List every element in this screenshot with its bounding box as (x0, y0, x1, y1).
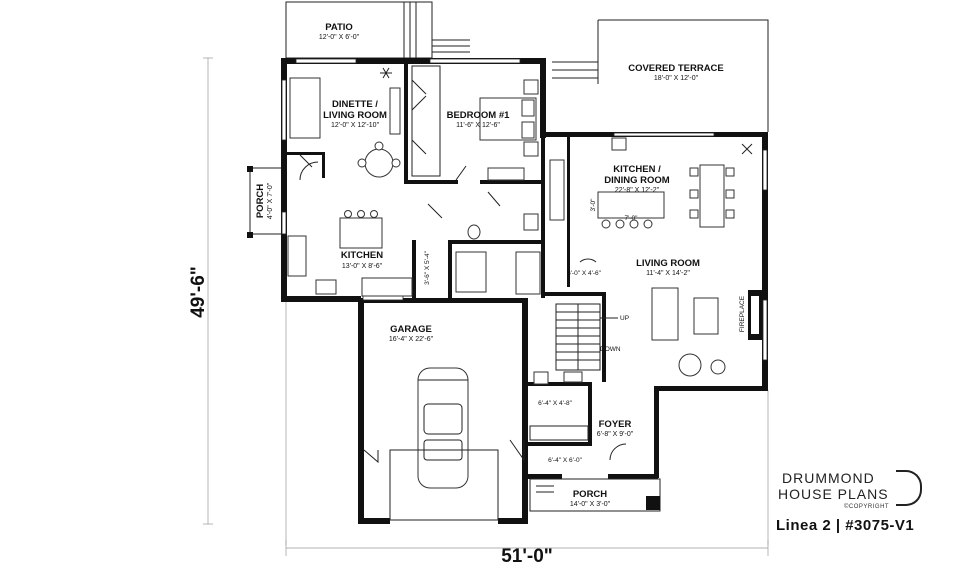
covered-terrace-deck (552, 19, 769, 132)
width-dimension: 51'-0" (501, 546, 553, 567)
closet-a-dims: 3'-6" X 5'-4" (424, 250, 431, 285)
logo-copyright: ©COPYRIGHT (844, 504, 890, 510)
covered-terrace-dims: 18'-0" X 12'-0" (654, 75, 699, 82)
bathroom-fixtures (427, 165, 583, 385)
side-porch-dims: 4'-0" X 7'-0" (267, 182, 274, 219)
kitchen-furniture (287, 154, 413, 297)
small-labels: 3'-6" X 5'-4" 6'-0" X 4'-6" 6'-4" X 4'-8… (424, 198, 746, 464)
front-porch-name: PORCH (573, 489, 607, 500)
doors (363, 258, 627, 464)
logo-line-2: HOUSE PLANS (778, 486, 889, 502)
interior-walls (287, 64, 606, 446)
room-labels: PATIO 12'-0" X 6'-0" COVERED TERRACE 18'… (255, 22, 724, 508)
dinette-name-2: LIVING ROOM (323, 110, 387, 121)
bedroom1-name: BEDROOM #1 (447, 110, 511, 121)
dinette-name-1: DINETTE / (332, 99, 378, 110)
stairs (529, 303, 618, 441)
kitchen-dining-furniture (549, 137, 753, 229)
patio-name: PATIO (325, 22, 353, 33)
fireplace-label: FIREPLACE (739, 295, 746, 332)
garage-name: GARAGE (390, 324, 432, 335)
island-7-dim: 7'-0" (625, 215, 639, 222)
kitchen-dims: 13'-0" X 8'-6" (342, 263, 383, 270)
kitchen-name: KITCHEN (341, 250, 383, 261)
living-room-name: LIVING ROOM (636, 258, 700, 269)
patio-deck (285, 1, 470, 59)
dinette-dims: 12'-0" X 12'-10" (331, 122, 380, 129)
car-icon (389, 367, 499, 521)
bath-small-dims: 6'-4" X 4'-8" (538, 400, 573, 407)
foyer-name: FOYER (599, 419, 632, 430)
vestibule-dims: 6'-4" X 6'-0" (548, 457, 583, 464)
logo-line-1: DRUMMOND (782, 470, 875, 486)
logo-d-icon (896, 470, 922, 506)
bedroom-furniture (411, 65, 539, 181)
depth-dimension: 49'-6" (188, 266, 209, 318)
garage-dims: 16'-4" X 22'-6" (389, 336, 434, 343)
stair-up-label: UP (620, 315, 629, 322)
dinette-furniture (289, 67, 401, 178)
plan-id: Linea 2 | #3075-V1 (776, 517, 915, 534)
living-room-dims: 11'-4" X 14'-2" (646, 270, 690, 277)
kitchen-dining-name-2: DINING ROOM (604, 175, 670, 186)
covered-terrace-name: COVERED TERRACE (628, 63, 724, 74)
front-porch-dims: 14'-0" X 3'-0" (570, 501, 611, 508)
kitchen-dining-name-1: KITCHEN / (613, 164, 661, 175)
bedroom1-dims: 11'-6" X 12'-6" (456, 122, 500, 129)
drummond-logo: DRUMMOND HOUSE PLANS ©COPYRIGHT (778, 468, 948, 534)
side-porch-name: PORCH (255, 184, 266, 218)
front-porch (529, 478, 661, 512)
windows (281, 58, 768, 361)
foyer-dims: 6'-8" X 9'-0" (597, 431, 634, 438)
patio-dims: 12'-0" X 6'-0" (319, 34, 360, 41)
kitchen-dining-dims: 22'-8" X 12'-2" (615, 187, 660, 194)
island-3-dim: 3'-0" (590, 198, 597, 212)
stair-down-label: DOWN (600, 346, 621, 353)
dimension-lines (203, 57, 769, 556)
closet-b-dims: 6'-0" X 4'-6" (567, 270, 602, 277)
living-room-furniture (651, 287, 762, 377)
